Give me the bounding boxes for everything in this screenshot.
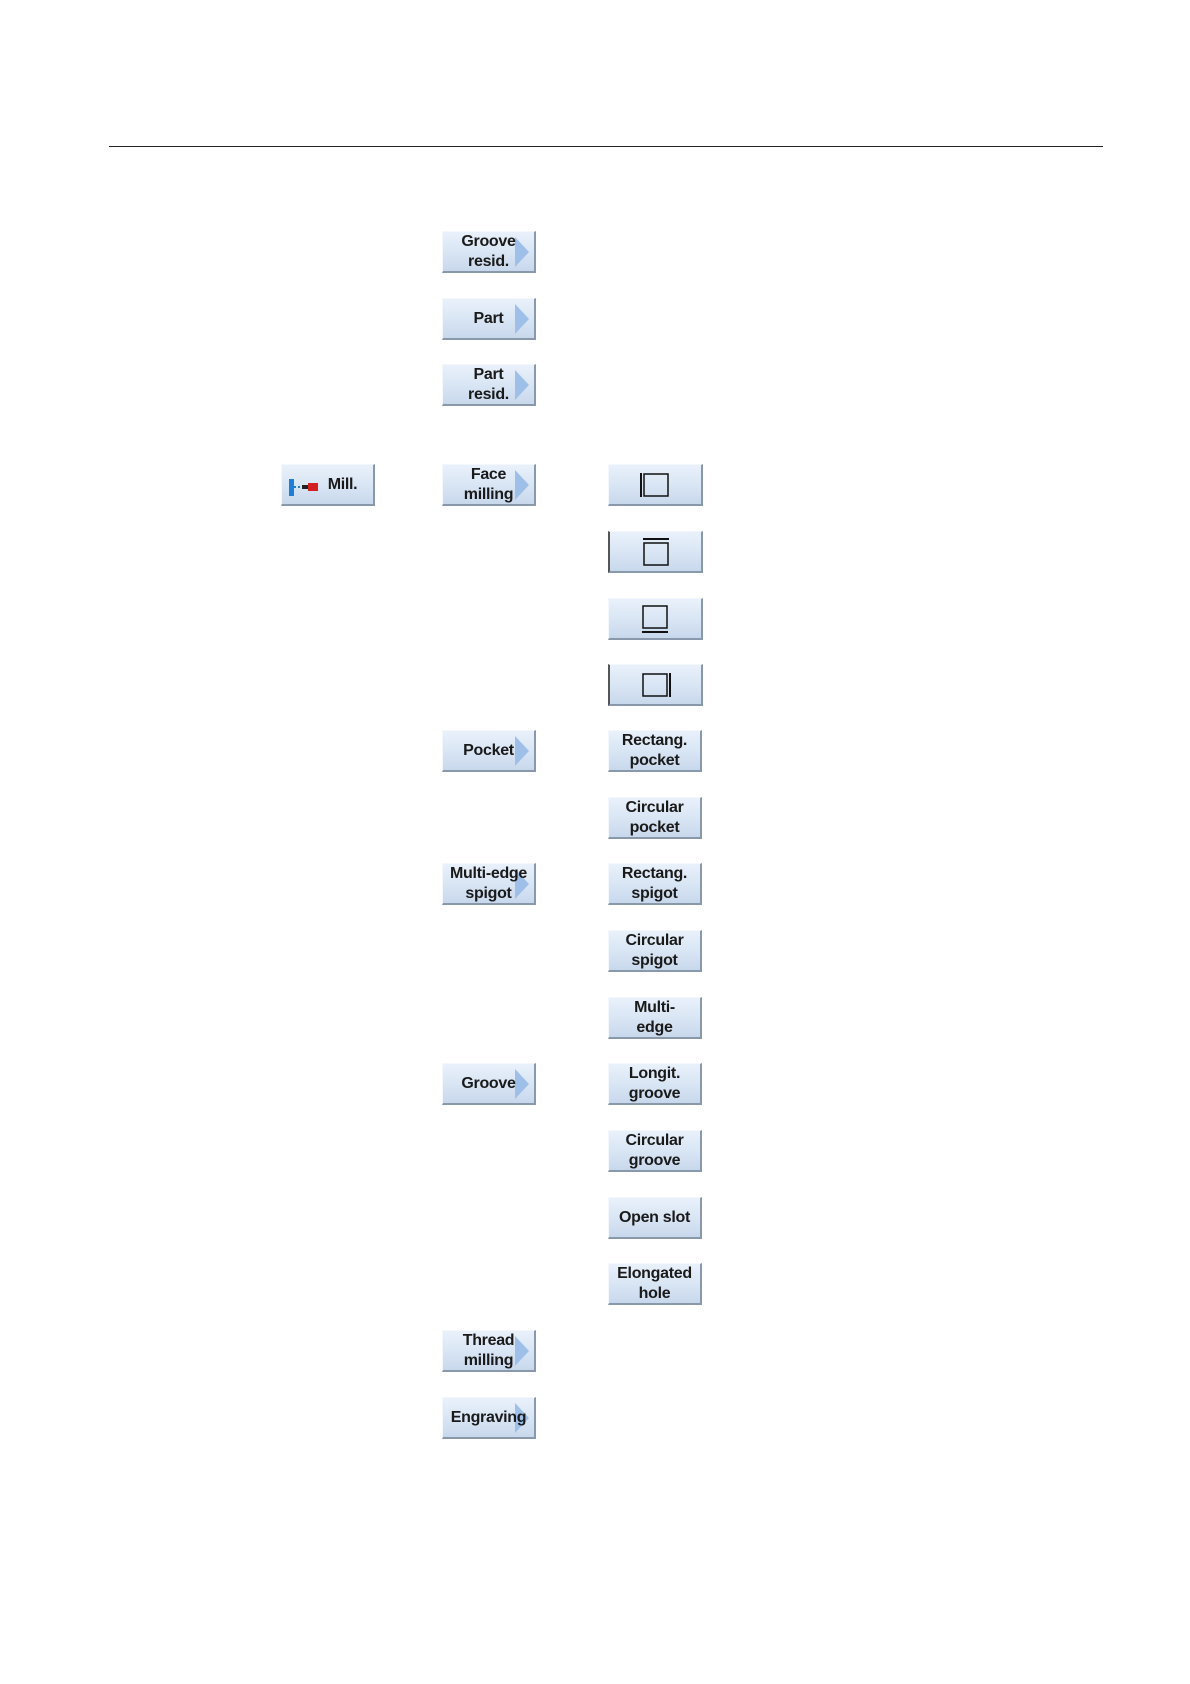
elongated-hole-softkey[interactable]: Elongated hole	[608, 1263, 702, 1305]
rectang-spigot-label: Rectang. spigot	[622, 864, 687, 904]
thread-milling-label: Thread milling	[463, 1331, 515, 1371]
face-milling-left-softkey[interactable]	[608, 464, 703, 506]
multi-edge-label: Multi- edge	[634, 998, 675, 1038]
submenu-arrow-icon	[515, 237, 529, 267]
multi-edge-spigot-softkey[interactable]: Multi-edge spigot	[442, 863, 536, 905]
face-milling-right-edge-icon	[639, 671, 673, 699]
submenu-arrow-icon	[515, 1069, 529, 1099]
face-milling-top-edge-icon	[639, 537, 673, 567]
face-milling-bottom-softkey[interactable]	[608, 598, 703, 640]
longit-groove-softkey[interactable]: Longit. groove	[608, 1063, 702, 1105]
rectang-pocket-label: Rectang. pocket	[622, 731, 687, 771]
circular-spigot-softkey[interactable]: Circular spigot	[608, 930, 702, 972]
engraving-softkey[interactable]: Engraving	[442, 1397, 536, 1439]
circular-spigot-label: Circular spigot	[625, 931, 683, 971]
part-resid-softkey[interactable]: Part resid.	[442, 364, 536, 406]
pocket-softkey[interactable]: Pocket	[442, 730, 536, 772]
submenu-arrow-icon	[515, 470, 529, 500]
face-milling-left-edge-icon	[638, 471, 672, 499]
groove-resid-softkey[interactable]: Groove resid.	[442, 231, 536, 273]
rectang-pocket-softkey[interactable]: Rectang. pocket	[608, 730, 702, 772]
mill-tool-icon	[288, 476, 320, 498]
submenu-arrow-icon	[515, 304, 529, 334]
engraving-label: Engraving	[451, 1408, 527, 1428]
multi-edge-softkey[interactable]: Multi- edge	[608, 997, 702, 1039]
rectang-spigot-softkey[interactable]: Rectang. spigot	[608, 863, 702, 905]
face-milling-right-softkey[interactable]	[608, 664, 703, 706]
part-resid-label: Part resid.	[468, 365, 509, 405]
header-rule	[109, 146, 1103, 147]
longit-groove-label: Longit. groove	[629, 1064, 681, 1104]
face-milling-label: Face milling	[464, 465, 513, 505]
submenu-arrow-icon	[515, 1336, 529, 1366]
groove-softkey[interactable]: Groove	[442, 1063, 536, 1105]
multi-edge-spigot-label: Multi-edge spigot	[450, 864, 527, 904]
groove-label: Groove	[461, 1074, 515, 1094]
groove-resid-label: Groove resid.	[461, 232, 515, 272]
elongated-hole-label: Elongated hole	[617, 1264, 692, 1304]
submenu-arrow-icon	[515, 370, 529, 400]
circular-groove-label: Circular groove	[625, 1131, 683, 1171]
face-milling-top-softkey[interactable]	[608, 531, 703, 573]
mill-softkey-label: Mill.	[328, 475, 358, 495]
circular-pocket-label: Circular pocket	[625, 798, 683, 838]
part-label: Part	[474, 309, 504, 329]
submenu-arrow-icon	[515, 736, 529, 766]
circular-groove-softkey[interactable]: Circular groove	[608, 1130, 702, 1172]
part-softkey[interactable]: Part	[442, 298, 536, 340]
open-slot-softkey[interactable]: Open slot	[608, 1197, 702, 1239]
thread-milling-softkey[interactable]: Thread milling	[442, 1330, 536, 1372]
face-milling-bottom-edge-icon	[638, 604, 672, 634]
mill-softkey[interactable]: Mill.	[281, 464, 375, 506]
open-slot-label: Open slot	[619, 1208, 690, 1228]
circular-pocket-softkey[interactable]: Circular pocket	[608, 797, 702, 839]
pocket-label: Pocket	[463, 741, 514, 761]
face-milling-softkey[interactable]: Face milling	[442, 464, 536, 506]
